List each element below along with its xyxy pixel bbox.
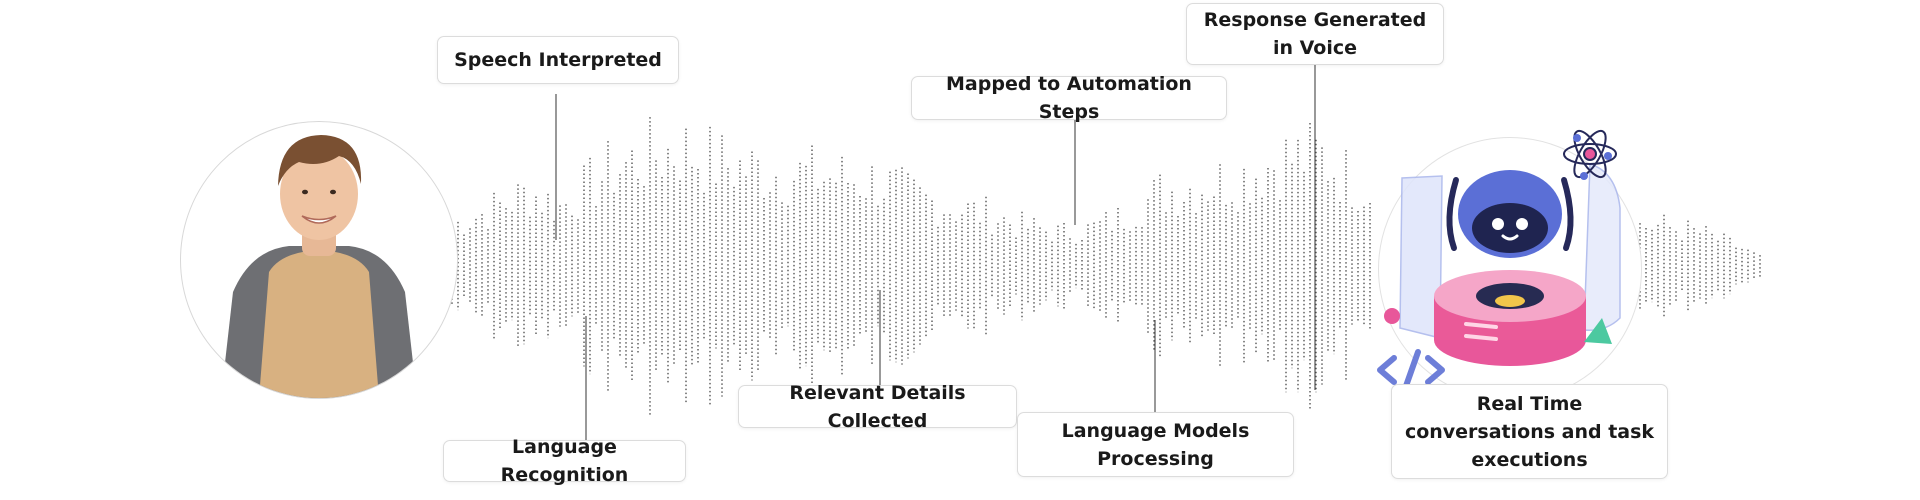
label-real-time-conversations: Real Time conversations and task executi… [1391, 384, 1668, 479]
label-language-recognition: Language Recognition [443, 436, 686, 486]
person-icon [221, 135, 417, 398]
label-speech-interpreted: Speech Interpreted [437, 36, 679, 84]
user-avatar [180, 121, 458, 399]
label-mapped-automation-steps: Mapped to Automation Steps [911, 73, 1227, 123]
atom-icon [1563, 129, 1617, 180]
robot-icon [1377, 129, 1621, 389]
code-brackets-icon [1377, 349, 1445, 389]
label-language-models-processing: Language Models Processing [1017, 412, 1294, 477]
label-relevant-details-collected: Relevant Details Collected [738, 382, 1017, 432]
label-response-generated-voice: Response Generated in Voice [1186, 3, 1444, 65]
